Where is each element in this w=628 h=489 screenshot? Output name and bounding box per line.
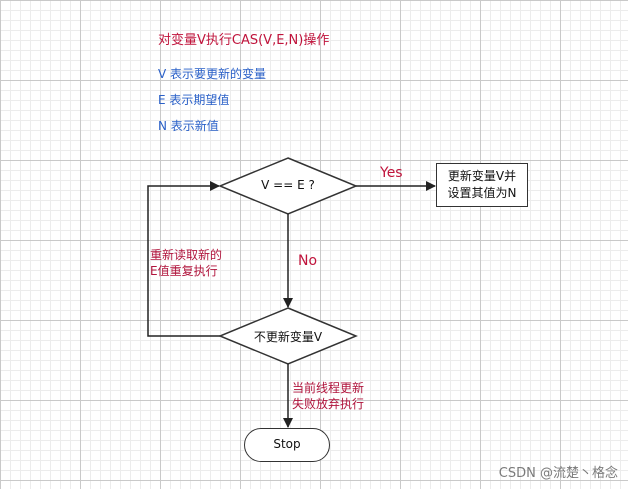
diagram-title: 对变量V执行CAS(V,E,N)操作 — [158, 33, 330, 48]
legend-e: E 表示期望值 — [158, 93, 230, 107]
legend-n: N 表示新值 — [158, 119, 219, 133]
fail-label-line1: 当前线程更新 — [292, 381, 365, 395]
yes-label: Yes — [380, 165, 403, 181]
update-box-line1: 更新变量V并 — [447, 169, 517, 183]
no-update-label: 不更新变量V — [253, 330, 323, 344]
update-box: 更新变量V并 设置其值为N — [436, 163, 528, 207]
fail-label: 当前线程更新 失败放弃执行 — [292, 380, 364, 412]
retry-label: 重新读取新的 E值重复执行 — [150, 247, 222, 279]
retry-label-line1: 重新读取新的 — [150, 248, 223, 262]
retry-loop-arrow — [147, 181, 220, 337]
watermark: CSDN @流楚丶格念 — [498, 466, 618, 481]
legend-v: V 表示要更新的变量 — [158, 67, 267, 81]
fail-label-line2: 失败放弃执行 — [292, 397, 365, 411]
retry-label-line2: E值重复执行 — [150, 264, 218, 278]
update-box-line2: 设置其值为N — [447, 186, 517, 200]
no-label: No — [298, 253, 318, 269]
stop-terminal: Stop — [244, 428, 330, 462]
condition-label: V == E ? — [261, 178, 315, 192]
